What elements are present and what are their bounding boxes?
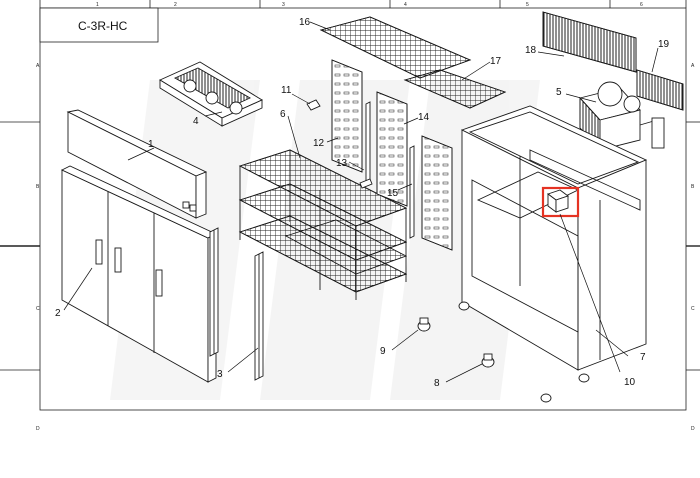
callout-17: 17 (490, 56, 502, 67)
callout-2: 2 (55, 308, 61, 319)
part-18-grille (542, 11, 637, 73)
column-label-4: 4 (404, 2, 407, 8)
part-12-side-panel (331, 59, 363, 173)
part-10-component (547, 189, 569, 213)
part-16-top-grate (319, 16, 472, 79)
row-label-b-right: B (691, 184, 695, 190)
part-13-rail (359, 101, 373, 189)
callout-4: 4 (193, 116, 199, 127)
callout-19: 19 (658, 39, 670, 50)
column-label-5: 5 (526, 2, 529, 8)
leader-lines (63, 21, 659, 383)
callout-10: 10 (624, 377, 636, 388)
column-label-6: 6 (640, 2, 643, 8)
callout-18: 18 (525, 45, 537, 56)
model-title: C-3R-HC (78, 19, 128, 33)
frame-labels: 1 2 3 4 5 6 A B C D A B C D (36, 2, 695, 432)
row-label-d: D (36, 426, 40, 432)
column-label-3: 3 (282, 2, 285, 8)
callout-16: 16 (299, 17, 311, 28)
callout-14: 14 (418, 112, 430, 123)
part-6-shelving (238, 149, 408, 300)
part-15-side-panel (421, 135, 453, 251)
column-label-1: 1 (96, 2, 99, 8)
part-3-uprights (209, 227, 264, 381)
callout-3: 3 (217, 369, 223, 380)
part-5-condensing-unit (579, 81, 665, 152)
part-19-grille (636, 69, 684, 111)
row-label-c: C (36, 306, 40, 312)
row-label-b: B (36, 184, 40, 190)
part-14-side-panel (376, 91, 415, 239)
part-17-grate (403, 69, 507, 109)
part-1-top-panel (66, 109, 208, 219)
callout-11: 11 (281, 85, 292, 96)
callout-8: 8 (434, 378, 440, 389)
callout-7: 7 (640, 352, 646, 363)
part-9-castor (417, 317, 431, 332)
part-8-castor (481, 353, 495, 368)
callouts: 1 2 3 4 5 6 7 8 9 10 11 12 13 14 15 16 1… (55, 17, 670, 389)
column-label-2: 2 (174, 2, 177, 8)
part-4-evaporator (159, 61, 263, 127)
callout-9: 9 (380, 346, 386, 357)
part-11-bracket (306, 99, 321, 111)
row-label-c-right: C (691, 306, 695, 312)
title-block: C-3R-HC (39, 7, 159, 43)
callout-1: 1 (148, 139, 154, 150)
cabinet-castors (458, 301, 590, 403)
row-label-d-right: D (691, 426, 695, 432)
callout-13: 13 (336, 158, 348, 169)
row-label-a-right: A (691, 63, 695, 69)
row-label-a: A (36, 63, 40, 69)
callout-12: 12 (313, 138, 325, 149)
callout-6: 6 (280, 109, 286, 120)
callout-5: 5 (556, 87, 562, 98)
part-7-cabinet-body (460, 105, 648, 371)
drawing-frame (0, 0, 700, 411)
callout-15: 15 (387, 188, 399, 199)
